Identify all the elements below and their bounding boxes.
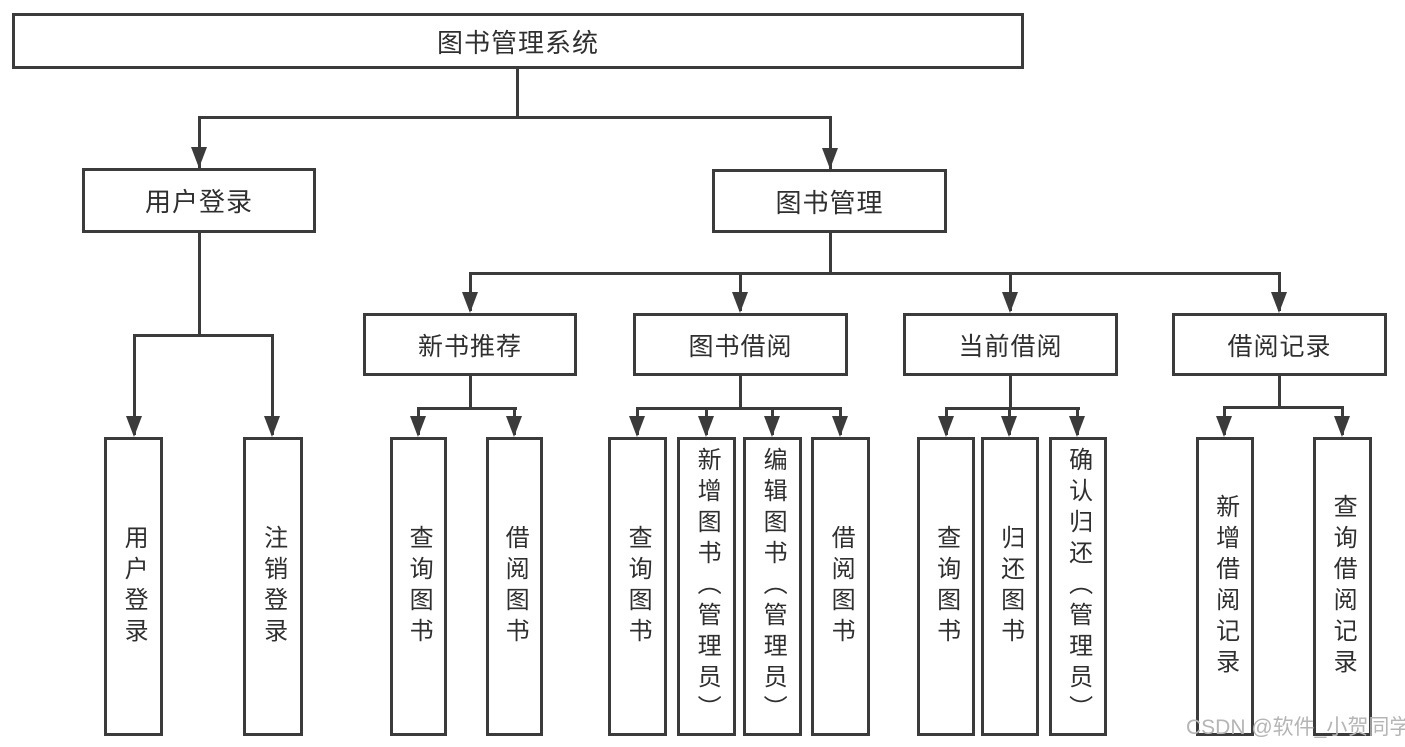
watermark: CSDN @软件_小贺同学: [1186, 716, 1405, 739]
arrow-down-icon: [410, 416, 426, 437]
node-label: 查询图书: [624, 524, 652, 649]
node-edit-book-admin: 编辑图书（管理员）: [743, 437, 802, 736]
node-label: 查询图书: [932, 524, 960, 649]
node-book-borrowing: 图书借阅: [633, 313, 848, 376]
node-current-borrowing: 当前借阅: [903, 313, 1118, 376]
connector-line: [829, 233, 832, 273]
arrow-down-icon: [1216, 416, 1232, 437]
node-add-book-admin: 新增图书（管理员）: [677, 437, 736, 736]
node-query-books-current: 查询图书: [917, 437, 975, 736]
connector-line: [133, 334, 274, 337]
arrow-down-icon: [764, 416, 780, 437]
node-return-book: 归还图书: [981, 437, 1039, 736]
connector-line: [198, 232, 201, 335]
connector-line: [636, 407, 842, 410]
connector-line: [1278, 376, 1281, 406]
node-borrowing-records: 借阅记录: [1172, 313, 1387, 376]
connector-line: [469, 376, 472, 407]
connector-line: [516, 68, 519, 117]
node-label: 图书借阅: [688, 332, 793, 361]
node-label: 编辑图书（管理员）: [759, 447, 787, 726]
connector-line: [417, 407, 517, 410]
node-label: 借阅记录: [1227, 332, 1332, 361]
connector-line: [271, 335, 274, 435]
arrow-down-icon: [698, 416, 714, 437]
node-book-management: 图书管理: [712, 169, 947, 233]
node-label: 查询借阅记录: [1329, 493, 1357, 680]
arrow-down-icon: [126, 416, 142, 437]
arrow-down-icon: [1069, 416, 1085, 437]
connector-line: [1223, 406, 1344, 409]
arrow-down-icon: [629, 416, 645, 437]
connector-line: [945, 407, 1080, 410]
arrow-down-icon: [822, 148, 838, 169]
node-label: 图书管理系统: [436, 27, 599, 58]
node-new-book-recommend: 新书推荐: [363, 313, 577, 376]
node-query-books-borrowing: 查询图书: [608, 437, 667, 736]
arrow-down-icon: [462, 292, 478, 313]
node-label: 新增图书（管理员）: [693, 447, 721, 726]
node-label: 借阅图书: [501, 524, 529, 649]
node-label: 确认归还（管理员）: [1064, 447, 1092, 726]
arrow-down-icon: [1271, 292, 1287, 313]
arrow-down-icon: [938, 416, 954, 437]
node-add-borrow-record: 新增借阅记录: [1196, 437, 1254, 736]
node-label: 借阅图书: [827, 524, 855, 649]
arrow-down-icon: [1001, 416, 1017, 437]
connector-line: [1009, 376, 1012, 407]
arrow-down-icon: [191, 147, 207, 168]
connector-line: [133, 335, 136, 435]
node-label: 当前借阅: [958, 332, 1063, 361]
arrow-down-icon: [732, 292, 748, 313]
node-query-borrow-record: 查询借阅记录: [1313, 437, 1372, 736]
connector-line: [469, 272, 1281, 275]
connector-line: [829, 117, 832, 169]
arrow-down-icon: [1002, 292, 1018, 313]
node-user-login: 用户登录: [82, 168, 316, 233]
node-logout-leaf: 注销登录: [243, 437, 303, 736]
node-borrow-books-leaf: 借阅图书: [811, 437, 870, 736]
connector-line: [198, 116, 832, 119]
node-user-login-leaf: 用户登录: [104, 437, 163, 736]
node-library-system: 图书管理系统: [12, 13, 1024, 69]
node-confirm-return-admin: 确认归还（管理员）: [1049, 437, 1107, 736]
node-label: 注销登录: [259, 524, 287, 649]
node-borrow-books-recommend: 借阅图书: [486, 437, 543, 736]
arrow-down-icon: [832, 416, 848, 437]
node-label: 新书推荐: [417, 332, 522, 361]
node-label: 图书管理: [775, 187, 884, 218]
node-label: 新增借阅记录: [1211, 493, 1239, 680]
node-label: 查询图书: [405, 524, 433, 649]
arrow-down-icon: [506, 416, 522, 437]
connector-line: [198, 117, 201, 168]
arrow-down-icon: [1334, 416, 1350, 437]
connector-line: [739, 376, 742, 407]
node-label: 用户登录: [120, 524, 148, 649]
node-label: 用户登录: [144, 187, 253, 217]
node-query-books-recommend: 查询图书: [390, 437, 447, 736]
node-label: 归还图书: [996, 524, 1024, 649]
arrow-down-icon: [264, 416, 280, 437]
